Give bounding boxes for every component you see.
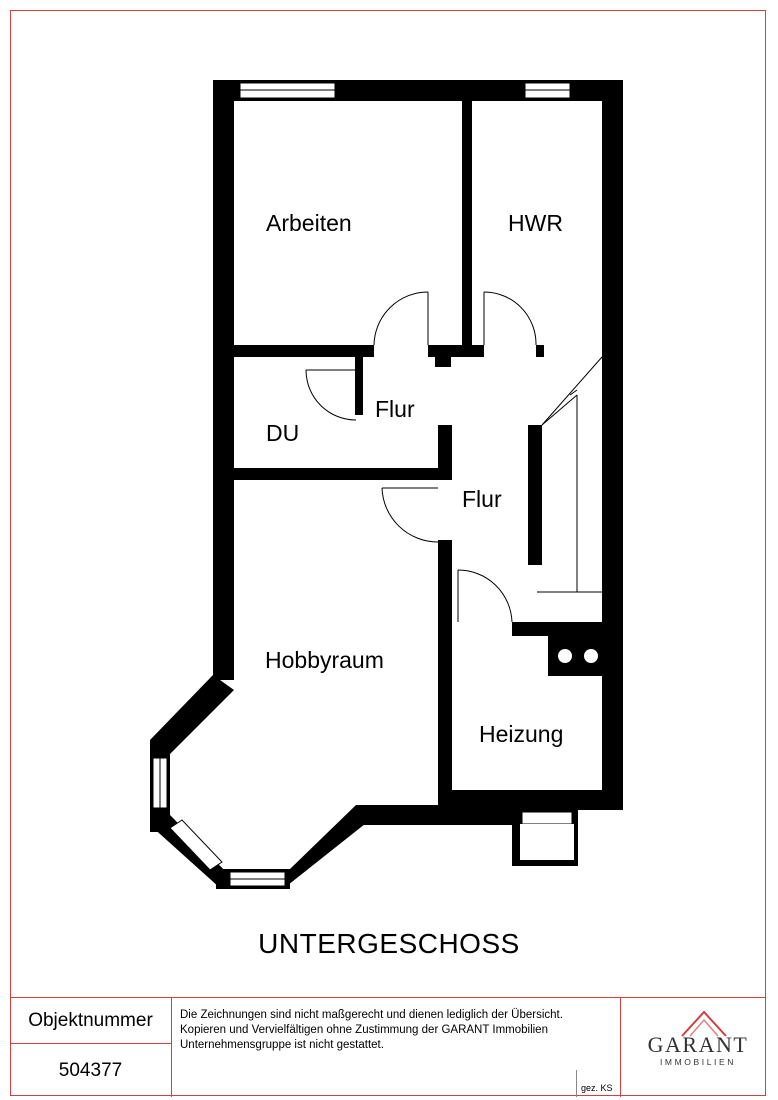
object-number-label: Objektnummer (10, 998, 172, 1044)
room-label-hobbyraum: Hobbyraum (265, 647, 384, 673)
room-label-flur-lower: Flur (462, 486, 502, 512)
windows (152, 82, 574, 887)
footer: Objektnummer 504377 Die Zeichnungen sind… (10, 997, 766, 1097)
disclaimer: Die Zeichnungen sind nicht maßgerecht un… (180, 1008, 620, 1053)
signature: gez. KS (576, 1070, 620, 1097)
doors (305, 291, 537, 623)
outer-walls (150, 80, 623, 889)
room-label-hwr: HWR (508, 210, 563, 236)
room-label-heizung: Heizung (479, 721, 564, 747)
object-number-value: 504377 (10, 1044, 172, 1097)
logo-name: GARANT (647, 1032, 749, 1057)
logo-subtitle: IMMOBILIEN (659, 1057, 737, 1067)
stairs (537, 356, 603, 593)
roof-icon (681, 1010, 727, 1037)
room-label-flur-upper: Flur (375, 396, 415, 422)
room-label-arbeiten: Arbeiten (266, 210, 352, 236)
disclaimer-line: Die Zeichnungen sind nicht maßgerecht un… (180, 1009, 563, 1021)
room-label-du: DU (266, 420, 300, 446)
interior-walls (234, 100, 622, 866)
disclaimer-line: Kopieren und Vervielfältigen ohne Zustim… (180, 1024, 548, 1036)
disclaimer-line: Unternehmensgruppe ist nicht gestattet. (180, 1039, 384, 1051)
page-frame (10, 10, 766, 1096)
footer-divider (620, 998, 621, 1097)
floor-title: UNTERGESCHOSS (258, 928, 520, 959)
garant-logo: GARANT IMMOBILIEN (630, 1002, 762, 1092)
heating-unit (558, 649, 598, 663)
